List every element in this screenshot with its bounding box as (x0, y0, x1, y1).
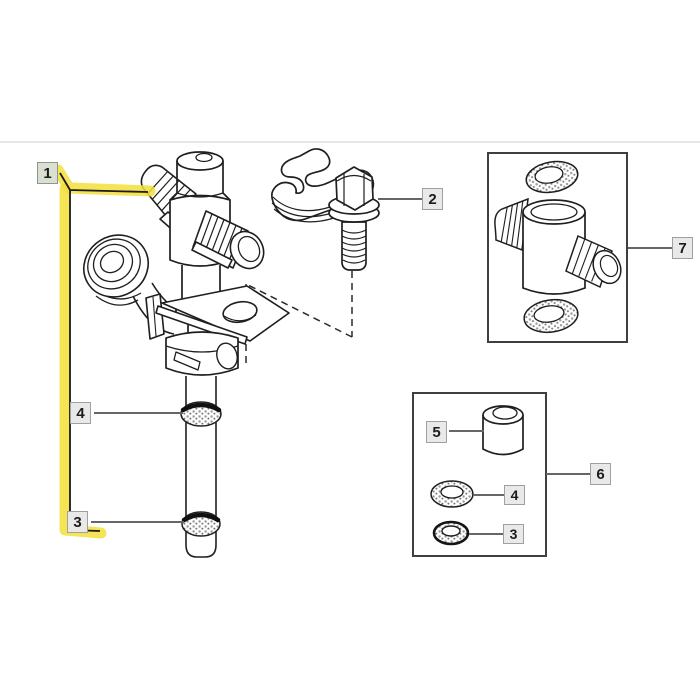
seal-kit-box (412, 392, 547, 557)
fitting-left-port (494, 197, 529, 252)
clamp-bolt (328, 166, 380, 271)
highlight-trace (52, 164, 156, 539)
lower-housing (165, 331, 239, 376)
callout-4-kit[interactable]: 4 (504, 485, 525, 505)
callout-4-main[interactable]: 4 (70, 402, 91, 424)
fitting-o-ring-top (525, 160, 579, 194)
main-right-threaded-port (191, 210, 265, 270)
callout-2[interactable]: 2 (422, 188, 443, 210)
callout-6[interactable]: 6 (590, 463, 611, 485)
callout-3-main[interactable]: 3 (67, 511, 88, 533)
mounting-bracket (145, 285, 290, 345)
kit-seal (432, 520, 470, 546)
callout-7[interactable]: 7 (672, 237, 693, 259)
kit-o-ring (430, 480, 474, 508)
callout-5[interactable]: 5 (426, 421, 447, 443)
tube-o-ring-lower (181, 511, 221, 537)
elbow-fitting (83, 234, 183, 335)
callout-3-kit[interactable]: 3 (503, 524, 524, 544)
fitting-o-ring-bottom (523, 298, 579, 334)
leader-lines (91, 198, 672, 535)
fitting-right-port (565, 234, 622, 289)
kit-bushing (482, 405, 524, 456)
tube-o-ring-upper (180, 401, 222, 427)
fitting-detail-box (487, 152, 628, 343)
callout-1[interactable]: 1 (37, 162, 58, 184)
